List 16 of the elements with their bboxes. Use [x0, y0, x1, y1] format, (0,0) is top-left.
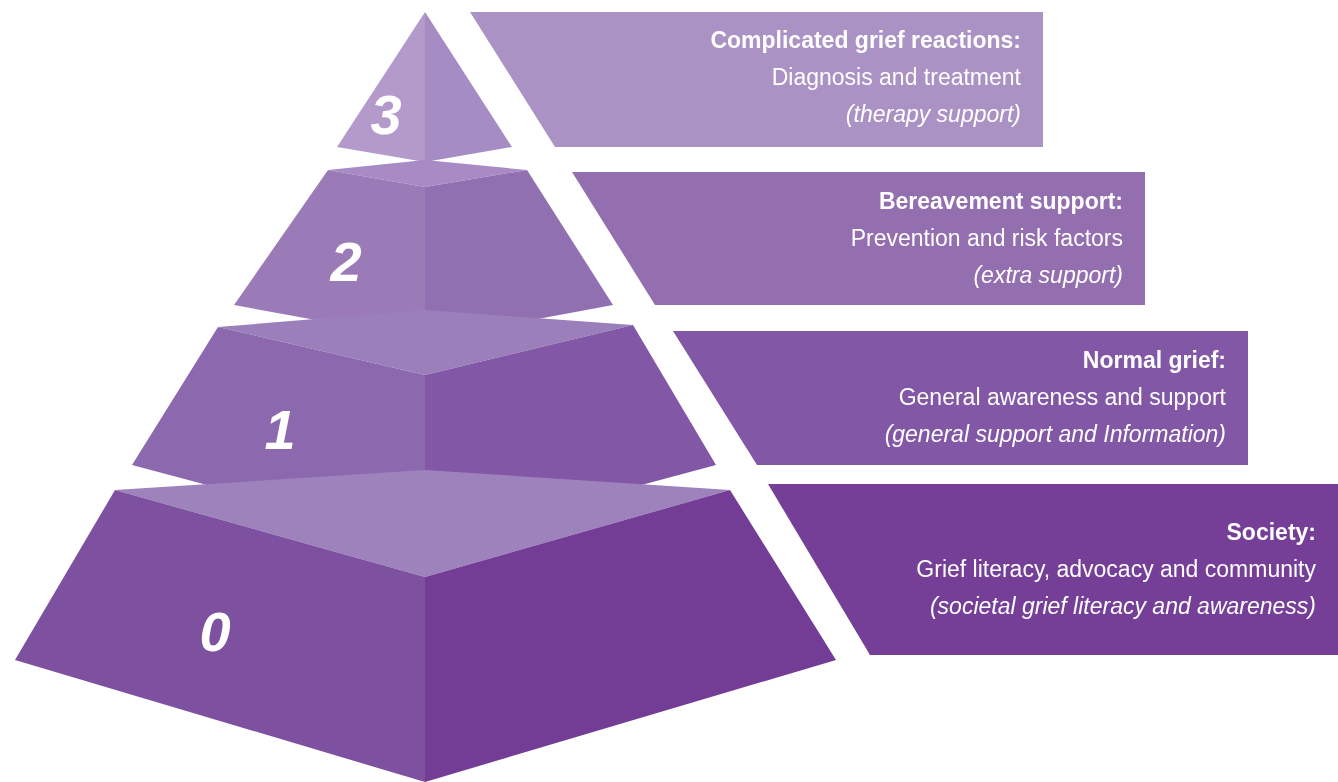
banner-description: Diagnosis and treatment	[770, 63, 1021, 92]
banner-heading: Complicated grief reactions:	[710, 26, 1021, 55]
banner-note: (extra support)	[972, 261, 1123, 290]
banner-heading: Normal grief:	[1081, 346, 1226, 375]
banner-note: (general support and Information)	[884, 420, 1226, 449]
tier-number: 1	[264, 402, 296, 458]
banner-description: Grief literacy, advocacy and community	[916, 555, 1316, 584]
banner-description: Prevention and risk factors	[850, 224, 1123, 253]
banner-note: (therapy support)	[844, 100, 1021, 129]
banner-note: (societal grief literacy and awareness)	[928, 592, 1316, 621]
tier-number: 2	[330, 234, 362, 290]
banner-heading: Bereavement support:	[877, 187, 1123, 216]
tier-number: 3	[370, 87, 402, 143]
banner-heading: Society:	[1225, 518, 1316, 547]
tier-number: 0	[199, 604, 231, 660]
banner-description: General awareness and support	[897, 383, 1226, 412]
